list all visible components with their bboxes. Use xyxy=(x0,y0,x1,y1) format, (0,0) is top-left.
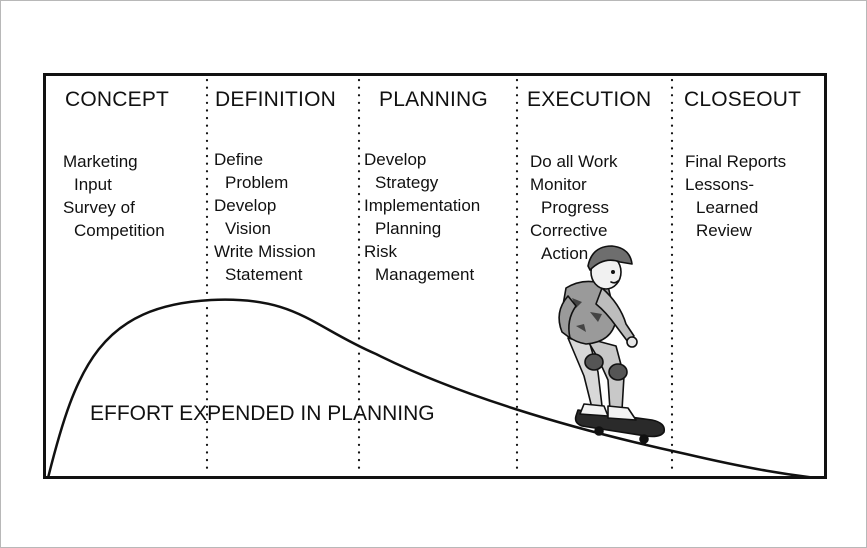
execution-item-line: Corrective xyxy=(530,221,608,240)
planning-item-risk-management: Risk Management xyxy=(364,240,474,286)
concept-item-line: Marketing xyxy=(63,152,138,171)
execution-item-corrective-action: Corrective Action xyxy=(530,219,607,265)
planning-item-develop-strategy: Develop Strategy xyxy=(364,148,438,194)
diagram-lines xyxy=(47,78,811,476)
execution-item-line: Progress xyxy=(541,198,610,217)
definition-item-line: Statement xyxy=(225,265,303,284)
heading-execution: EXECUTION xyxy=(527,88,652,111)
effort-curve xyxy=(47,298,811,476)
closeout-item-lessons-learned: Lessons- Learned xyxy=(685,173,758,219)
definition-item-line: Problem xyxy=(225,173,289,192)
concept-item-survey: Survey of Competition xyxy=(63,196,165,242)
closeout-item-line: Final Reports xyxy=(685,152,787,171)
planning-item-line: Risk xyxy=(364,242,398,261)
planning-item-implementation-planning: Implementation Planning xyxy=(364,194,480,240)
definition-item-mission-statement: Write Mission Statement xyxy=(214,240,316,286)
closeout-item-line: Lessons- xyxy=(685,175,754,194)
definition-item-line: Develop xyxy=(214,196,277,215)
execution-item-line: Do all Work xyxy=(530,152,618,171)
phase-diagram-frame: CONCEPT DEFINITION PLANNING EXECUTION CL… xyxy=(43,73,827,479)
closeout-item-review: Review xyxy=(685,219,752,242)
concept-item-marketing-input: Marketing Input xyxy=(63,150,138,196)
execution-item-monitor-progress: Monitor Progress xyxy=(530,173,609,219)
heading-planning: PLANNING xyxy=(379,88,488,111)
definition-item-line: Write Mission xyxy=(214,242,316,261)
concept-item-line: Survey of xyxy=(63,198,135,217)
concept-item-line: Competition xyxy=(74,221,165,240)
planning-item-line: Strategy xyxy=(375,173,439,192)
definition-item-line: Define xyxy=(214,150,264,169)
definition-item-develop-vision: Develop Vision xyxy=(214,194,276,240)
definition-item-define-problem: Define Problem xyxy=(214,148,288,194)
concept-item-line: Input xyxy=(74,175,112,194)
planning-item-line: Planning xyxy=(375,219,442,238)
closeout-item-line: Learned xyxy=(696,198,759,217)
planning-item-line: Management xyxy=(375,265,475,284)
planning-item-line: Develop xyxy=(364,150,427,169)
closeout-item-final-reports: Final Reports xyxy=(685,150,786,173)
execution-item-line: Monitor xyxy=(530,175,587,194)
heading-closeout: CLOSEOUT xyxy=(684,88,802,111)
planning-item-line: Implementation xyxy=(364,196,481,215)
heading-concept: CONCEPT xyxy=(65,88,170,111)
definition-item-line: Vision xyxy=(225,219,271,238)
heading-definition: DEFINITION xyxy=(215,88,336,111)
closeout-item-line: Review xyxy=(696,221,752,240)
skateboarder-icon xyxy=(558,245,666,444)
execution-item-do-all-work: Do all Work xyxy=(530,150,618,173)
execution-item-line: Action xyxy=(541,244,589,263)
curve-label: EFFORT EXPENDED IN PLANNING xyxy=(90,402,435,425)
